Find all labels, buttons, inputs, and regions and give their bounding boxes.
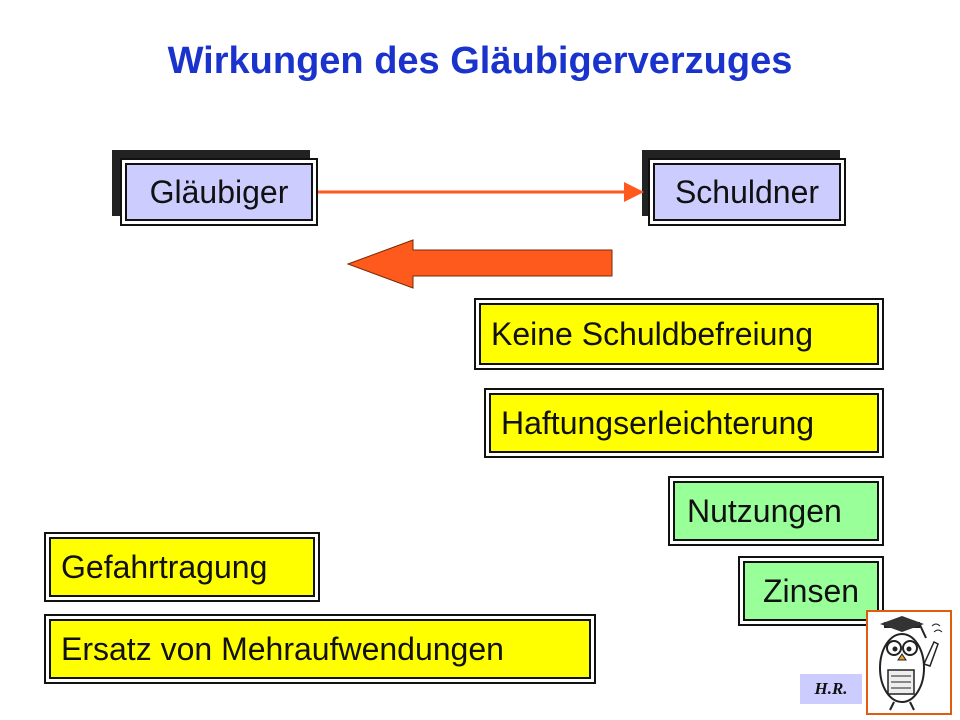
effect-label: Ersatz von Mehraufwendungen — [49, 619, 591, 679]
effect-box-extra-expenses: Ersatz von Mehraufwendungen — [44, 614, 596, 684]
effect-box-no-discharge: Keine Schuldbefreiung — [474, 298, 884, 370]
effect-label: Gefahrtragung — [49, 537, 315, 597]
creditor-label: Gläubiger — [125, 163, 313, 221]
author-initials: H.R. — [800, 674, 862, 704]
effect-box-risk-bearing: Gefahrtragung — [44, 532, 320, 602]
benefit-label: Zinsen — [743, 561, 879, 621]
page-title: Wirkungen des Gläubigerverzuges — [167, 40, 793, 82]
owl-icon — [879, 616, 943, 711]
benefit-label: Nutzungen — [673, 481, 879, 541]
effect-label: Haftungserleichterung — [489, 393, 879, 453]
effect-label: Keine Schuldbefreiung — [479, 303, 879, 365]
owl-professor-logo — [866, 610, 952, 715]
benefit-box-interest: Zinsen — [738, 556, 884, 626]
effect-box-liability-relief: Haftungserleichterung — [484, 388, 884, 458]
big-left-arrow — [346, 239, 613, 289]
debtor-box: Schuldner — [648, 158, 846, 226]
creditor-to-debtor-arrow — [318, 182, 644, 202]
creditor-box: Gläubiger — [120, 158, 318, 226]
benefit-box-usage: Nutzungen — [668, 476, 884, 546]
debtor-label: Schuldner — [653, 163, 841, 221]
